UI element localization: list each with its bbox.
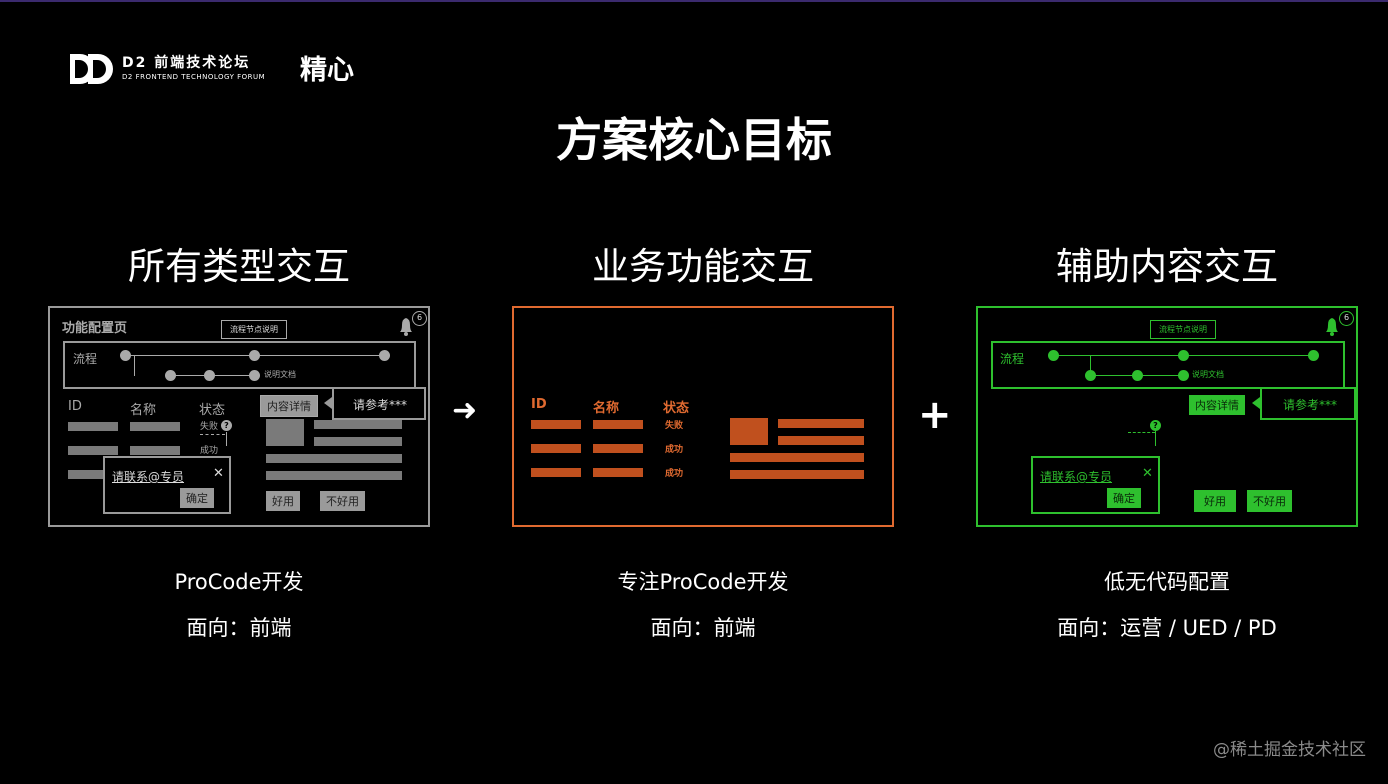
column-audience-all: 面向：前端: [186, 616, 292, 640]
content-detail-button[interactable]: 内容详情: [1189, 395, 1245, 415]
logo-brand: 精心: [300, 55, 354, 86]
status-success: 成功: [665, 445, 684, 455]
status-success: 成功: [200, 446, 219, 456]
panel-business-interactions: ID 名称 状态 失败 成功 成功: [512, 306, 894, 527]
plus-icon: +: [918, 392, 952, 438]
notification-badge: 6: [1339, 311, 1354, 326]
watermark: @稀土掘金技术社区: [1213, 740, 1366, 760]
flow-node: [1048, 350, 1059, 361]
panel-assist-interactions: 6 流程 说明文档 流程节点说明 内容详情 请参考*** ? 请联系@专员 ✕ …: [976, 306, 1358, 527]
good-button[interactable]: 好用: [1194, 490, 1236, 512]
doc-link[interactable]: 说明文档: [264, 370, 296, 379]
column-desc-assist: 低无代码配置: [1104, 570, 1230, 594]
bell-icon: [400, 318, 412, 336]
confirm-button[interactable]: 确定: [180, 488, 214, 508]
column-title-assist: 辅助内容交互: [1056, 245, 1278, 288]
column-title-business: 业务功能交互: [592, 245, 814, 288]
reference-popup: [332, 387, 426, 420]
panel-all-interactions: 功能配置页 6 流程 说明文档 流程节点说明 ID 名称 状态 失败 ? 成功 …: [48, 306, 430, 527]
image-placeholder: [730, 418, 768, 445]
column-desc-business: 专注ProCode开发: [617, 570, 789, 594]
reference-text: 请参考***: [353, 398, 408, 412]
column-audience-assist: 面向：运营 / UED / PD: [1057, 616, 1277, 640]
logo-subtitle: D2 FRONTEND TECHNOLOGY FORUM: [122, 73, 266, 81]
flow-subnode: [165, 370, 176, 381]
logo-name: D2 前端技术论坛: [122, 55, 251, 71]
page-title: 方案核心目标: [556, 113, 832, 167]
flow-tooltip: 流程节点说明: [221, 320, 287, 339]
bad-button[interactable]: 不好用: [1247, 490, 1292, 512]
flow-label: 流程: [1000, 352, 1025, 366]
flow-subnode: [249, 370, 260, 381]
column-title-all: 所有类型交互: [128, 245, 350, 288]
status-success: 成功: [665, 469, 684, 479]
help-icon[interactable]: ?: [221, 420, 232, 431]
bell-icon: [1326, 318, 1338, 336]
column-audience-business: 面向：前端: [650, 616, 756, 640]
flow-box: [991, 341, 1345, 389]
notification-badge: 6: [412, 311, 427, 326]
top-accent-line: [0, 0, 1388, 2]
close-icon[interactable]: ✕: [1142, 466, 1153, 481]
image-placeholder: [266, 419, 304, 446]
column-id: ID: [531, 397, 547, 412]
confirm-button[interactable]: 确定: [1107, 488, 1141, 508]
flow-subnode: [1085, 370, 1096, 381]
close-icon[interactable]: ✕: [213, 466, 224, 481]
panel-page-title: 功能配置页: [62, 321, 128, 336]
flow-subnode: [1178, 370, 1189, 381]
contact-dialog: [1031, 456, 1160, 514]
flow-box: [63, 341, 416, 389]
logo: D2 前端技术论坛 D2 FRONTEND TECHNOLOGY FORUM 精…: [68, 48, 388, 88]
flow-label: 流程: [73, 352, 98, 366]
arrow-right-icon: ➜: [452, 393, 478, 428]
flow-node: [1308, 350, 1319, 361]
column-status: 状态: [199, 403, 226, 418]
flow-node: [120, 350, 131, 361]
column-name: 名称: [593, 401, 620, 416]
flow-node: [379, 350, 390, 361]
status-fail: 失败: [665, 421, 684, 431]
flow-node: [249, 350, 260, 361]
column-status: 状态: [663, 401, 690, 416]
flow-node: [1178, 350, 1189, 361]
doc-link[interactable]: 说明文档: [1192, 370, 1224, 379]
flow-subnode: [1132, 370, 1143, 381]
content-detail-button[interactable]: 内容详情: [260, 395, 318, 417]
help-icon[interactable]: ?: [1150, 420, 1161, 431]
good-button[interactable]: 好用: [266, 491, 300, 511]
column-name: 名称: [130, 403, 157, 418]
contact-text[interactable]: 请联系@专员: [112, 470, 185, 484]
bad-button[interactable]: 不好用: [320, 491, 365, 511]
reference-popup: [1260, 387, 1356, 420]
status-fail: 失败: [200, 422, 219, 432]
column-desc-all: ProCode开发: [174, 570, 304, 594]
column-id: ID: [68, 399, 82, 414]
d2-logo-icon: [70, 54, 113, 84]
contact-text[interactable]: 请联系@专员: [1040, 470, 1113, 484]
flow-tooltip: 流程节点说明: [1150, 320, 1216, 339]
reference-text: 请参考***: [1283, 398, 1338, 412]
flow-subnode: [204, 370, 215, 381]
